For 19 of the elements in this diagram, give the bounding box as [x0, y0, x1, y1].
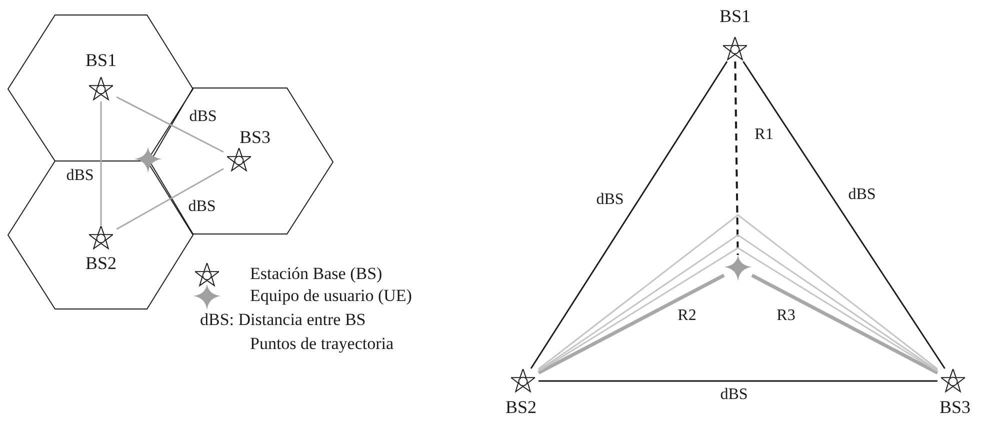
distance-line: [751, 274, 938, 374]
distance-line: [538, 380, 938, 382]
station-label: BS1: [719, 6, 751, 24]
legend-text: Puntos de trayectoria: [250, 335, 394, 353]
station-label: BS2: [505, 398, 537, 416]
legend-text: Estación Base (BS): [250, 265, 382, 283]
distance-line: [742, 61, 946, 369]
distance-line: [100, 102, 102, 226]
dashed-distance-line: [734, 61, 739, 256]
distance-line: [530, 61, 728, 369]
station-label: BS3: [939, 398, 971, 416]
legend-text: dBS: Distancia entre BS: [200, 311, 366, 329]
distance-line: [538, 274, 725, 374]
legend-text: Equipo de usuario (UE): [250, 287, 412, 305]
station-label: BS3: [239, 128, 271, 146]
station-label: BS1: [85, 50, 117, 68]
distance-line: [116, 96, 224, 153]
station-label: BS2: [85, 254, 117, 272]
distance-line: [116, 168, 224, 230]
